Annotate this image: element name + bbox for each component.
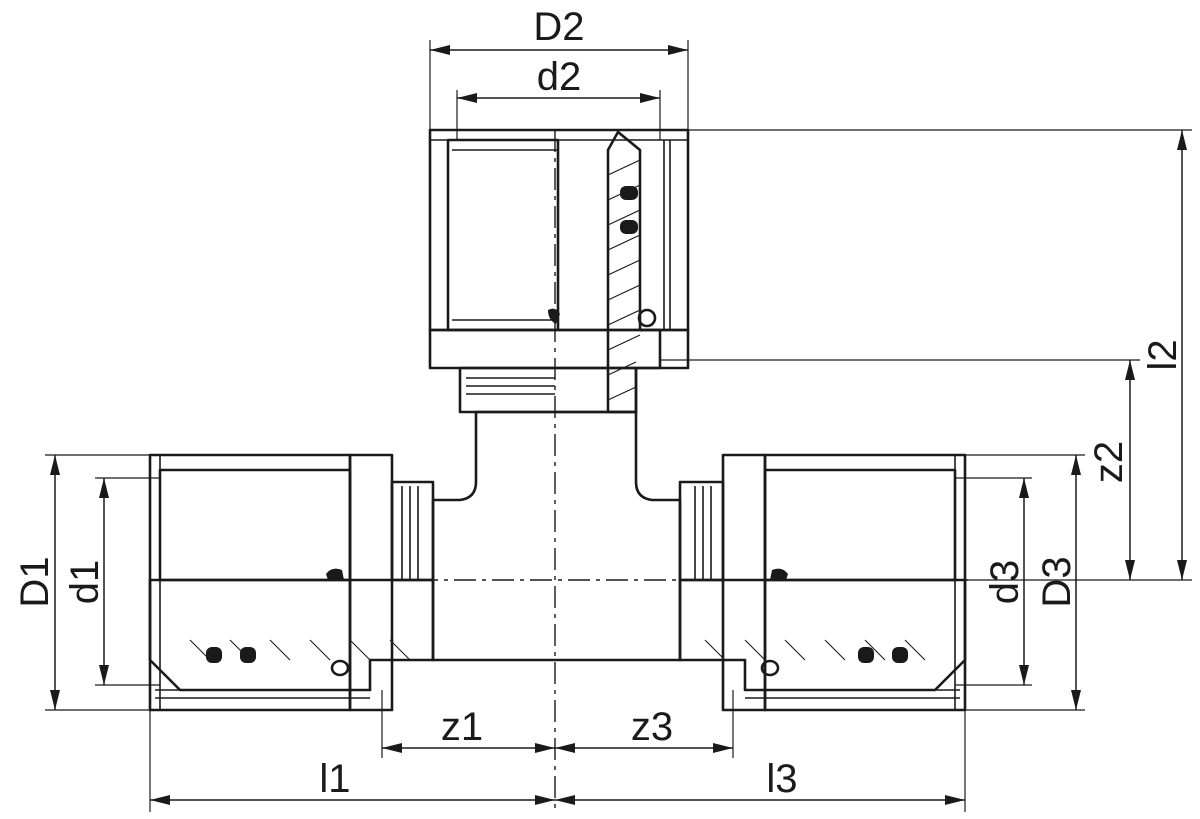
dimension-left: D1 d1 [13, 454, 160, 711]
left-o-ring-1 [206, 647, 222, 663]
dimension-top: D2 d2 [429, 5, 689, 140]
left-press-ring [348, 453, 394, 712]
dimension-right: l2 z2 [660, 129, 1192, 581]
top-press-ring [428, 328, 690, 370]
label-d3: d3 [983, 560, 1027, 605]
label-D2: D2 [533, 5, 584, 49]
label-l2: l2 [1141, 339, 1185, 370]
top-stop-pin [637, 308, 657, 328]
dimension-right-side: d3 D3 [955, 454, 1085, 711]
right-press-ring [721, 453, 767, 712]
label-d2: d2 [537, 55, 582, 99]
label-z3: z3 [631, 705, 673, 749]
top-indicator [548, 308, 560, 324]
label-D1: D1 [13, 556, 57, 607]
right-socket [763, 468, 957, 582]
top-branch [428, 128, 690, 414]
tee-body [431, 410, 682, 662]
label-z1: z1 [441, 705, 483, 749]
top-o-ring-2 [620, 220, 638, 234]
tee-body-outline [431, 410, 682, 662]
right-sleeve [763, 453, 967, 712]
top-o-ring-1 [620, 186, 638, 200]
right-branch [678, 453, 967, 712]
left-stop-pin [330, 659, 350, 677]
left-o-ring-2 [240, 647, 256, 663]
left-sleeve [148, 453, 352, 712]
center-lines [150, 130, 968, 812]
top-pipe-socket [446, 138, 560, 332]
left-socket [158, 468, 352, 582]
right-o-ring-2 [892, 647, 908, 663]
label-D3: D3 [1035, 556, 1079, 607]
label-l1: l1 [319, 757, 350, 801]
label-d1: d1 [63, 560, 107, 605]
left-neck-ring [390, 480, 435, 582]
label-z2: z2 [1087, 441, 1131, 483]
left-section-hatch [189, 639, 411, 661]
left-branch [148, 453, 435, 712]
right-stop-pin [760, 659, 780, 677]
right-section-hatch [704, 639, 926, 661]
left-indicator [326, 568, 344, 580]
right-indicator [770, 568, 788, 580]
right-o-ring-1 [858, 647, 874, 663]
left-section-wall [148, 578, 435, 692]
top-section-wall [606, 130, 662, 414]
right-neck-ring [678, 480, 725, 582]
label-l3: l3 [766, 757, 797, 801]
dimension-bottom: z1 z3 l1 l3 [149, 690, 966, 812]
